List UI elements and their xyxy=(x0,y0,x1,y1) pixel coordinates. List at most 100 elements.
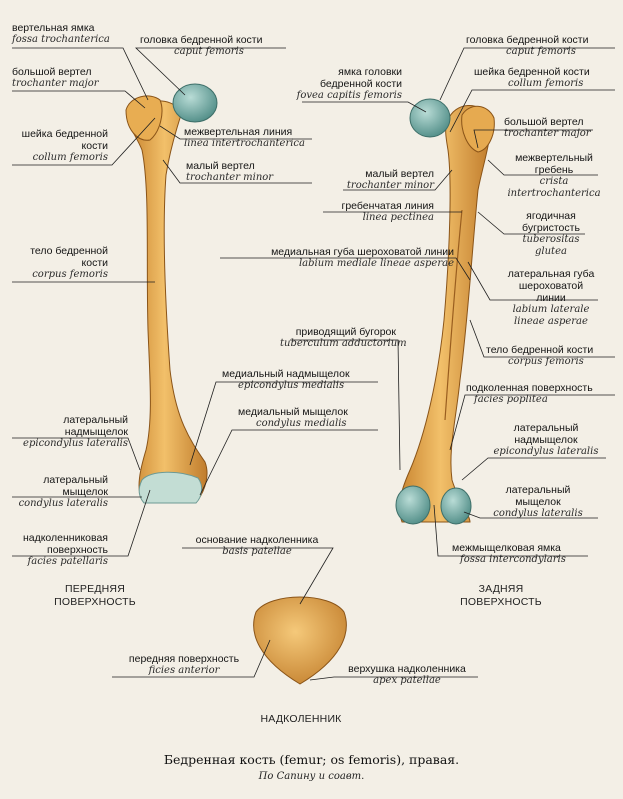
label-trochanter-major-posterior: большой вертел trochanter major xyxy=(504,116,591,140)
posterior-lateral-condyle xyxy=(440,487,472,525)
label-trochanter-minor-anterior: малый вертел trochanter minor xyxy=(186,160,273,184)
label-ru: гребенчатая линия xyxy=(341,200,434,212)
label-facies-patellaris: надколенниковая поверхность facies patel… xyxy=(4,532,108,568)
leader-line-p3 xyxy=(309,676,478,681)
label-ru: медиальный надмыщелок xyxy=(222,368,350,380)
label-collum-femoris-posterior: шейка бедренной кости collum femoris xyxy=(474,66,590,90)
label-la: facies patellaris xyxy=(27,556,108,567)
label-caput-femoris-anterior: головка бедренной кости caput femoris xyxy=(140,34,262,58)
label-epicondylus-lateralis-posterior: латеральный надмыщелок epicondylus later… xyxy=(484,422,608,458)
label-ru: верхушка надколенника xyxy=(348,663,466,675)
label-basis-patellae: основание надколенника basis patellae xyxy=(180,534,334,558)
posterior-greater-trochanter xyxy=(461,105,495,153)
label-la: linea intertrochanterica xyxy=(184,138,305,149)
label-la: caput femoris xyxy=(174,46,244,57)
label-condylus-lateralis-posterior: латеральный мыщелок condylus lateralis xyxy=(482,484,594,520)
label-facies-poplitea: подколенная поверхность facies poplitea xyxy=(466,382,593,406)
leader-lines xyxy=(12,47,615,681)
leader-line-a5 xyxy=(159,125,312,140)
label-la: facies poplitea xyxy=(474,394,548,405)
leader-line-b2 xyxy=(302,101,427,113)
label-la: fovea capitis femoris xyxy=(296,90,402,101)
label-la: trochanter major xyxy=(12,78,99,89)
leader-line-b16 xyxy=(433,504,588,557)
label-epicondylus-medialis: медиальный надмыщелок epicondylus medial… xyxy=(222,368,350,392)
leader-line-a3 xyxy=(12,90,146,109)
label-condylus-lateralis: латеральный мыщелок condylus lateralis xyxy=(4,474,108,510)
posterior-linea-aspera xyxy=(444,209,463,421)
view-title-line: ПОВЕРХНОСТЬ xyxy=(460,596,542,608)
leader-line-b15 xyxy=(463,511,598,519)
label-ru: тело бедренной xyxy=(30,245,108,257)
view-title-line: ПЕРЕДНЯЯ xyxy=(64,583,126,595)
leader-line-a8 xyxy=(189,381,378,466)
label-ru: шероховатой xyxy=(518,280,584,292)
label-corpus-femoris: тело бедренной кости corpus femoris xyxy=(4,245,108,281)
label-ru: большой вертел xyxy=(12,66,92,78)
label-la: apex patellae xyxy=(373,675,441,686)
label-ru: поверхность xyxy=(47,544,108,556)
leader-line-b9 xyxy=(220,257,471,281)
leader-line-b13 xyxy=(449,394,615,451)
view-title-anterior: ПЕРЕДНЯЯ ПОВЕРХНОСТЬ xyxy=(40,583,150,609)
anterior-greater-trochanter xyxy=(125,95,163,141)
label-la: collum femoris xyxy=(508,78,584,89)
label-la: condylus medialis xyxy=(256,418,347,429)
figure-credit: По Сапину и соавт. xyxy=(258,771,365,782)
label-ru: ягодичная xyxy=(526,210,576,222)
label-ru: бедренной кости xyxy=(319,78,402,90)
posterior-femur xyxy=(395,98,495,525)
leader-line-a12 xyxy=(12,489,151,557)
label-la: basis patellae xyxy=(222,546,292,557)
label-la: linea pectinea xyxy=(362,212,434,223)
label-labium-laterale: латеральная губа шероховатой линии labiu… xyxy=(496,268,606,328)
leader-line-a1 xyxy=(12,47,149,101)
view-title-line: ЗАДНЯЯ xyxy=(478,583,524,595)
leader-line-b5 xyxy=(487,159,598,176)
label-trochanter-major: большой вертел trochanter major xyxy=(12,66,99,90)
label-corpus-femoris-posterior: тело бедренной кости corpus femoris xyxy=(486,344,593,368)
label-ru: вертельная ямка xyxy=(12,22,95,34)
leader-line-a4 xyxy=(12,117,156,166)
label-ru: подколенная поверхность xyxy=(466,382,593,394)
label-la: collum femoris xyxy=(32,152,108,163)
label-ru: кости xyxy=(81,140,108,152)
view-title-patella: НАДКОЛЕННИК xyxy=(236,713,366,726)
label-fossa-intercondylaris: межмыщелковая ямка fossa intercondylaris xyxy=(452,542,566,566)
leader-line-a9 xyxy=(199,429,378,496)
leader-line-p1 xyxy=(182,547,334,605)
label-la: epicondylus lateralis xyxy=(493,446,599,457)
label-ru: ямка головки xyxy=(338,66,402,78)
label-ru: латеральная губа xyxy=(507,268,595,280)
label-la: trochanter major xyxy=(504,128,591,139)
label-la: intertrochanterica xyxy=(507,188,601,199)
view-title-line: ПОВЕРХНОСТЬ xyxy=(54,596,136,608)
label-la: labium laterale xyxy=(512,304,590,315)
leader-line-b1 xyxy=(439,47,615,101)
label-tuberculum-adductorium: приводящий бугорок tuberculum adductoriu… xyxy=(280,326,407,350)
label-collum-femoris: шейка бедренной кости collum femoris xyxy=(4,128,108,164)
label-ru: латеральный xyxy=(505,484,571,496)
label-ru: бугристость xyxy=(522,222,580,234)
label-linea-pectinea: гребенчатая линия linea pectinea xyxy=(320,200,434,224)
label-la: epicondylus medialis xyxy=(238,380,345,391)
label-la: corpus femoris xyxy=(508,356,584,367)
label-la: ficies anterior xyxy=(148,665,220,676)
label-ru: линии xyxy=(536,292,566,304)
label-linea-intertrochanterica: межвертельная линия linea intertrochante… xyxy=(184,126,305,150)
label-ru: головка бедренной кости xyxy=(466,34,589,46)
label-la: glutea xyxy=(535,246,567,257)
label-ru: надмыщелок xyxy=(64,426,128,438)
label-ru: межвертельная линия xyxy=(184,126,293,138)
label-la: caput femoris xyxy=(506,46,576,57)
label-la: condylus lateralis xyxy=(493,508,583,519)
posterior-femoral-head xyxy=(409,98,451,138)
label-caput-femoris-posterior: головка бедренной кости caput femoris xyxy=(466,34,588,58)
label-fovea-capitis-femoris: ямка головки бедренной кости fovea capit… xyxy=(290,66,402,102)
anterior-patellar-surface xyxy=(138,471,203,504)
label-la: tuberositas xyxy=(522,234,580,245)
label-ru: мыщелок xyxy=(515,496,561,508)
label-ru: кости xyxy=(81,257,108,269)
label-la: fossa intercondylaris xyxy=(460,554,566,565)
